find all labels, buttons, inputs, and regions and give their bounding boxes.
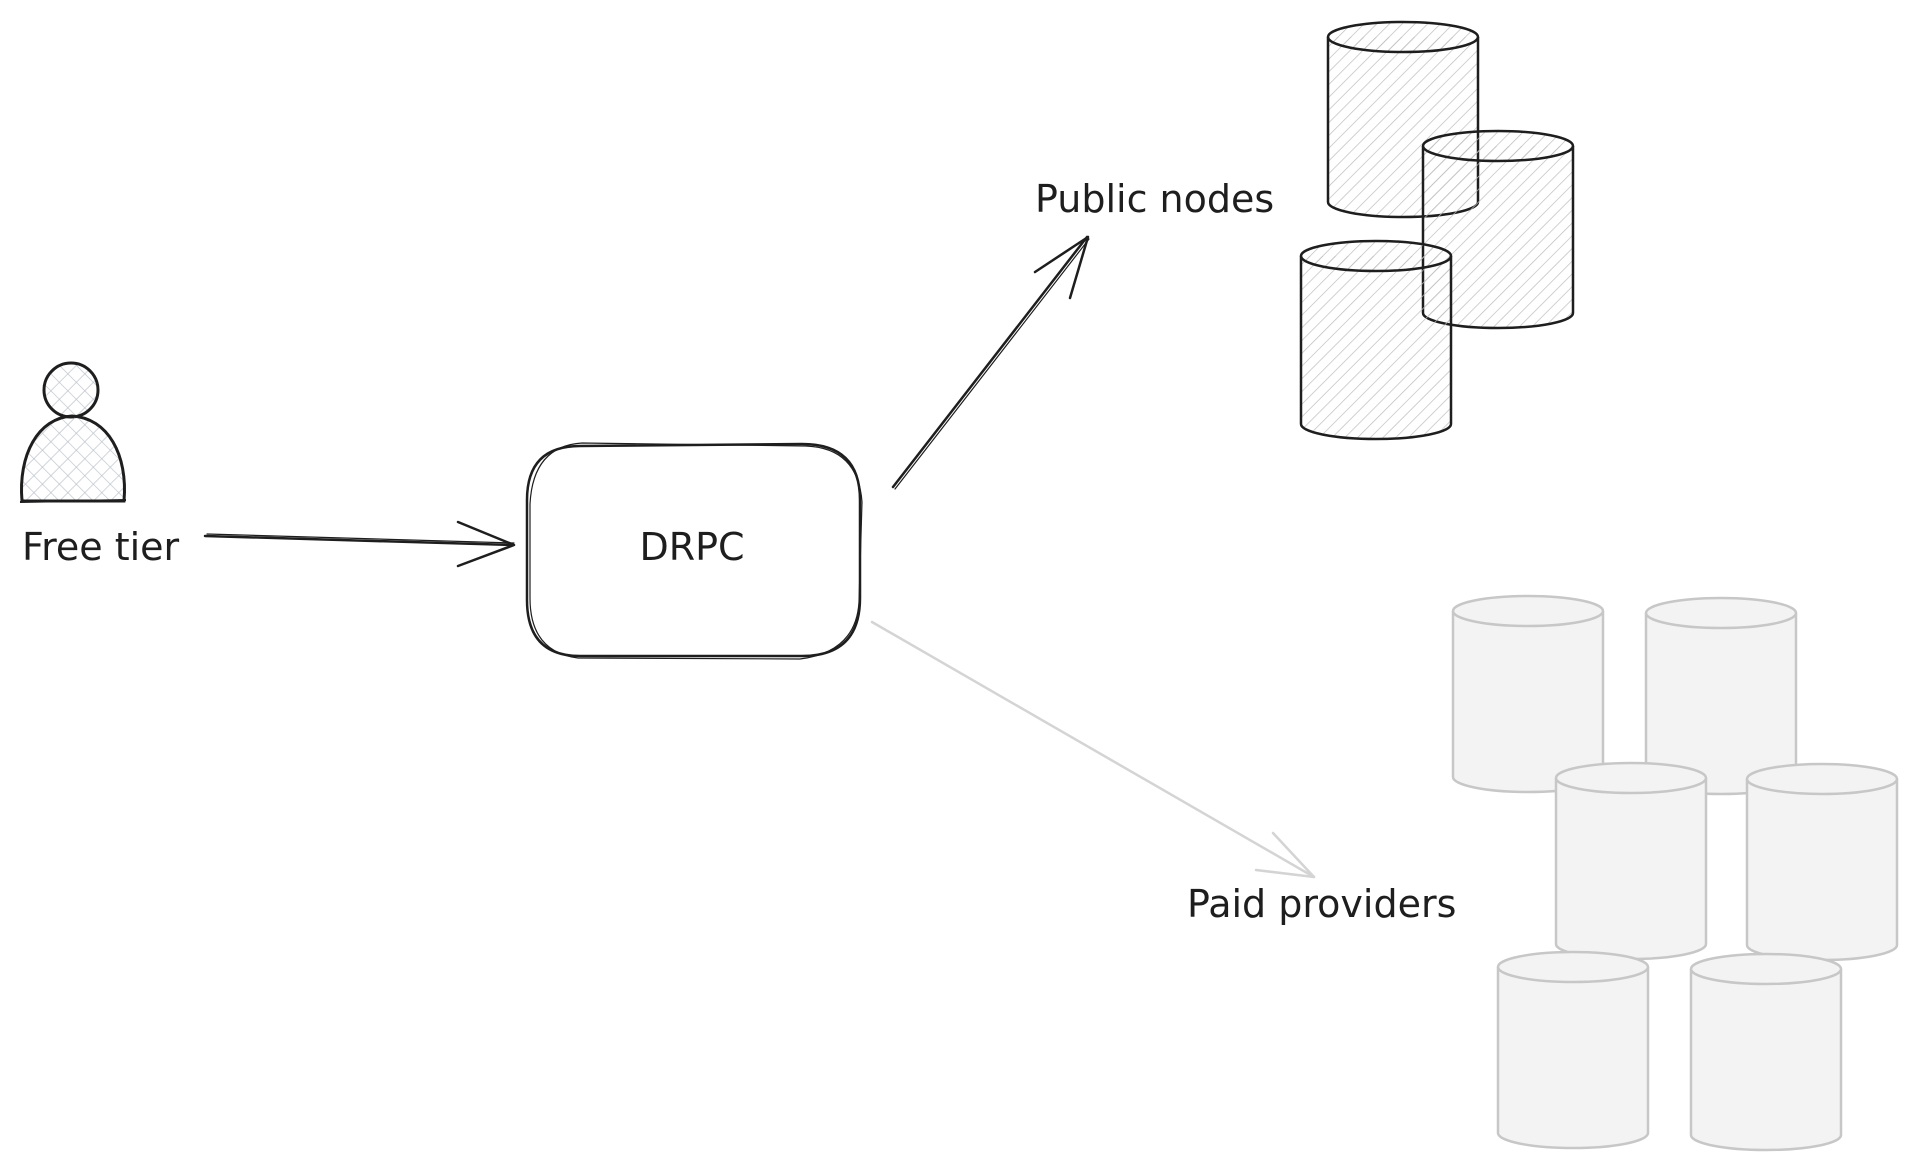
free-tier-label: Free tier <box>22 525 180 569</box>
free-tier-user[interactable]: Free tier <box>19 361 180 569</box>
person-icon <box>19 361 127 503</box>
paid-providers-label: Paid providers <box>1187 882 1456 926</box>
public-nodes-cluster[interactable] <box>1299 20 1575 441</box>
arrow-user-to-drpc[interactable] <box>203 520 516 568</box>
drpc-label: DRPC <box>639 525 744 569</box>
database-icon <box>1451 594 1605 794</box>
database-icon <box>1644 596 1798 796</box>
arrow-drpc-to-public-nodes[interactable] <box>891 235 1090 490</box>
database-icon <box>1689 952 1843 1152</box>
arrow-drpc-to-paid-providers[interactable] <box>870 620 1316 879</box>
paid-providers-cluster[interactable] <box>1451 594 1899 1152</box>
database-icon <box>1496 950 1650 1150</box>
database-icon <box>1421 129 1575 330</box>
database-icon <box>1299 239 1453 441</box>
database-icon <box>1745 762 1899 962</box>
drpc-gateway[interactable]: DRPC <box>525 442 863 660</box>
public-nodes-label: Public nodes <box>1035 177 1274 221</box>
database-icon <box>1554 761 1708 961</box>
